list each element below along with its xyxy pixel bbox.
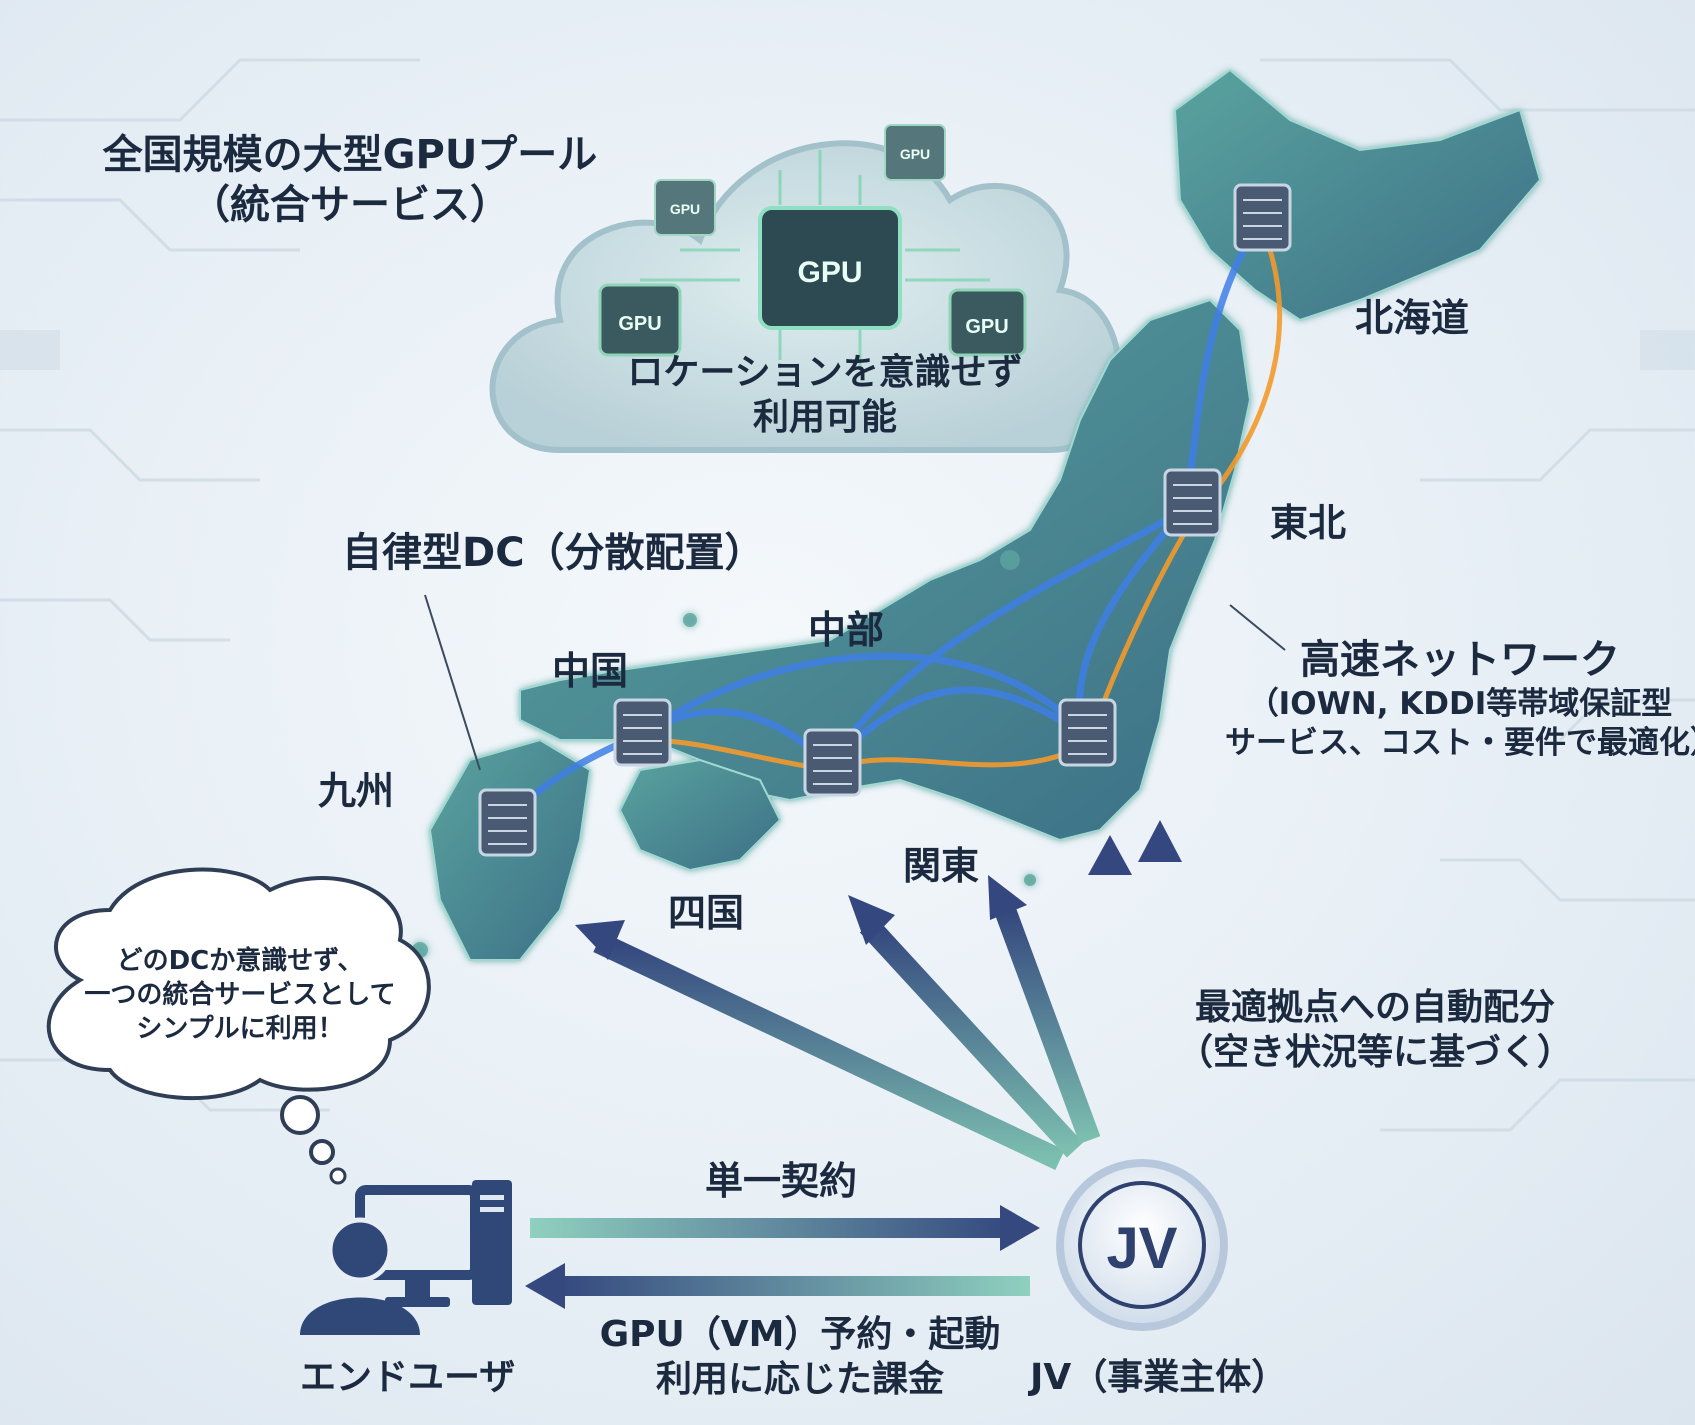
service-caption: GPU（VM）予約・起動 利用に応じた課金 [580,1312,1020,1402]
pool-title-line1: 全国規模の大型GPUプール [102,132,598,178]
gpu-label-main: GPU [797,256,862,289]
gpu-cloud: GPU GPU GPU GPU GPU [489,124,1122,453]
bubble-text-line1: どのDCか意識せず、 [116,946,364,976]
gpu-chip-small-right [884,124,946,181]
shikoku-land [618,758,782,872]
dc-node-chubu[interactable] [803,728,862,797]
contract-label: 単一契約 [705,1159,858,1203]
bubble-text-line2: 一つの統合サービスとして [84,979,396,1010]
region-label-kanto: 関東 [903,844,980,888]
network-caption-line3: サービス、コスト・要件で最適化） [1225,724,1695,761]
cloud-caption-line2: 利用可能 [752,397,897,438]
region-label-hokkaido: 北海道 [1355,296,1470,340]
arrowhead-kanto-left [988,875,1027,920]
contract-arrow-shaft [530,1218,1010,1238]
region-label-kyushu: 九州 [318,769,395,813]
arrowhead-kanto [1088,835,1132,875]
distribution-caption: 最適拠点への自動配分 （空き状況等に基づく） [1165,985,1585,1075]
end-user-icon [300,1180,512,1335]
jv-caption: JV（事業主体） [1030,1357,1288,1398]
pool-title-line2: （統合サービス） [190,182,510,228]
arrowhead-chubu [848,895,895,945]
contract-arrowhead [1000,1205,1040,1251]
thought-bubble [46,867,431,1185]
gpu-label-left: GPU [618,313,661,335]
distribution-caption-line1: 最適拠点への自動配分 [1194,987,1555,1028]
dc-node-chugoku[interactable] [613,698,672,767]
service-caption-line2: 利用に応じた課金 [655,1359,944,1400]
region-label-shikoku: 四国 [668,891,745,935]
cloud-caption-line1: ロケーションを意識せず [627,352,1023,393]
bubble-text: どのDCか意識せず、 一つの統合サービスとして シンプルに利用！ [45,945,435,1046]
gpu-chip-left [598,283,682,357]
arrow-to-shikoku-kanto [994,906,1101,1144]
network-caption-line2: （IOWN, KDDI等帯域保証型 [1247,686,1673,722]
gpu-chip-small-left [654,179,716,236]
contract-arrows [525,1205,1040,1309]
dc-node-kyushu[interactable] [478,788,537,857]
arrowhead-tohoku [1138,820,1182,862]
region-label-tohoku: 東北 [1270,501,1347,545]
leader-lines [424,594,1286,771]
end-user-label: エンドユーザ [300,1357,516,1398]
service-arrow-shaft [560,1276,1030,1296]
jv-entity[interactable]: JV [1056,1159,1228,1331]
dc-label: 自律型DC（分散配置） [342,530,765,576]
distribution-arrows [575,820,1182,1170]
jv-badge-text: JV [1107,1216,1178,1281]
pool-title: 全国規模の大型GPUプール （統合サービス） [90,130,610,230]
service-arrowhead [525,1263,565,1309]
gpu-label-right: GPU [965,316,1008,338]
dc-node-hokkaido[interactable] [1233,183,1292,252]
hokkaido-land [1173,68,1542,322]
dc-nodes [478,183,1292,857]
gpu-chip-right [948,288,1027,357]
service-caption-line1: GPU（VM）予約・起動 [599,1314,1001,1355]
arrowhead-kyushu [575,920,625,960]
network-caption-line1: 高速ネットワーク [1300,637,1620,683]
gpu-label-small-left: GPU [670,201,700,217]
bubble-text-line3: シンプルに利用！ [136,1013,344,1044]
gpu-label-small-right: GPU [900,146,930,162]
region-label-chubu: 中部 [808,608,885,652]
dc-node-tohoku[interactable] [1163,468,1222,537]
arrow-to-chubu [859,917,1084,1158]
arrow-to-kyushu [593,932,1065,1170]
distribution-caption-line2: （空き状況等に基づく） [1176,1032,1573,1073]
network-caption: 高速ネットワーク （IOWN, KDDI等帯域保証型 サービス、コスト・要件で最… [1225,635,1695,763]
dc-node-kanto[interactable] [1058,698,1117,767]
cloud-caption: ロケーションを意識せず 利用可能 [600,350,1050,440]
main-gpu-chip [758,206,902,330]
region-label-chugoku: 中国 [552,649,629,693]
